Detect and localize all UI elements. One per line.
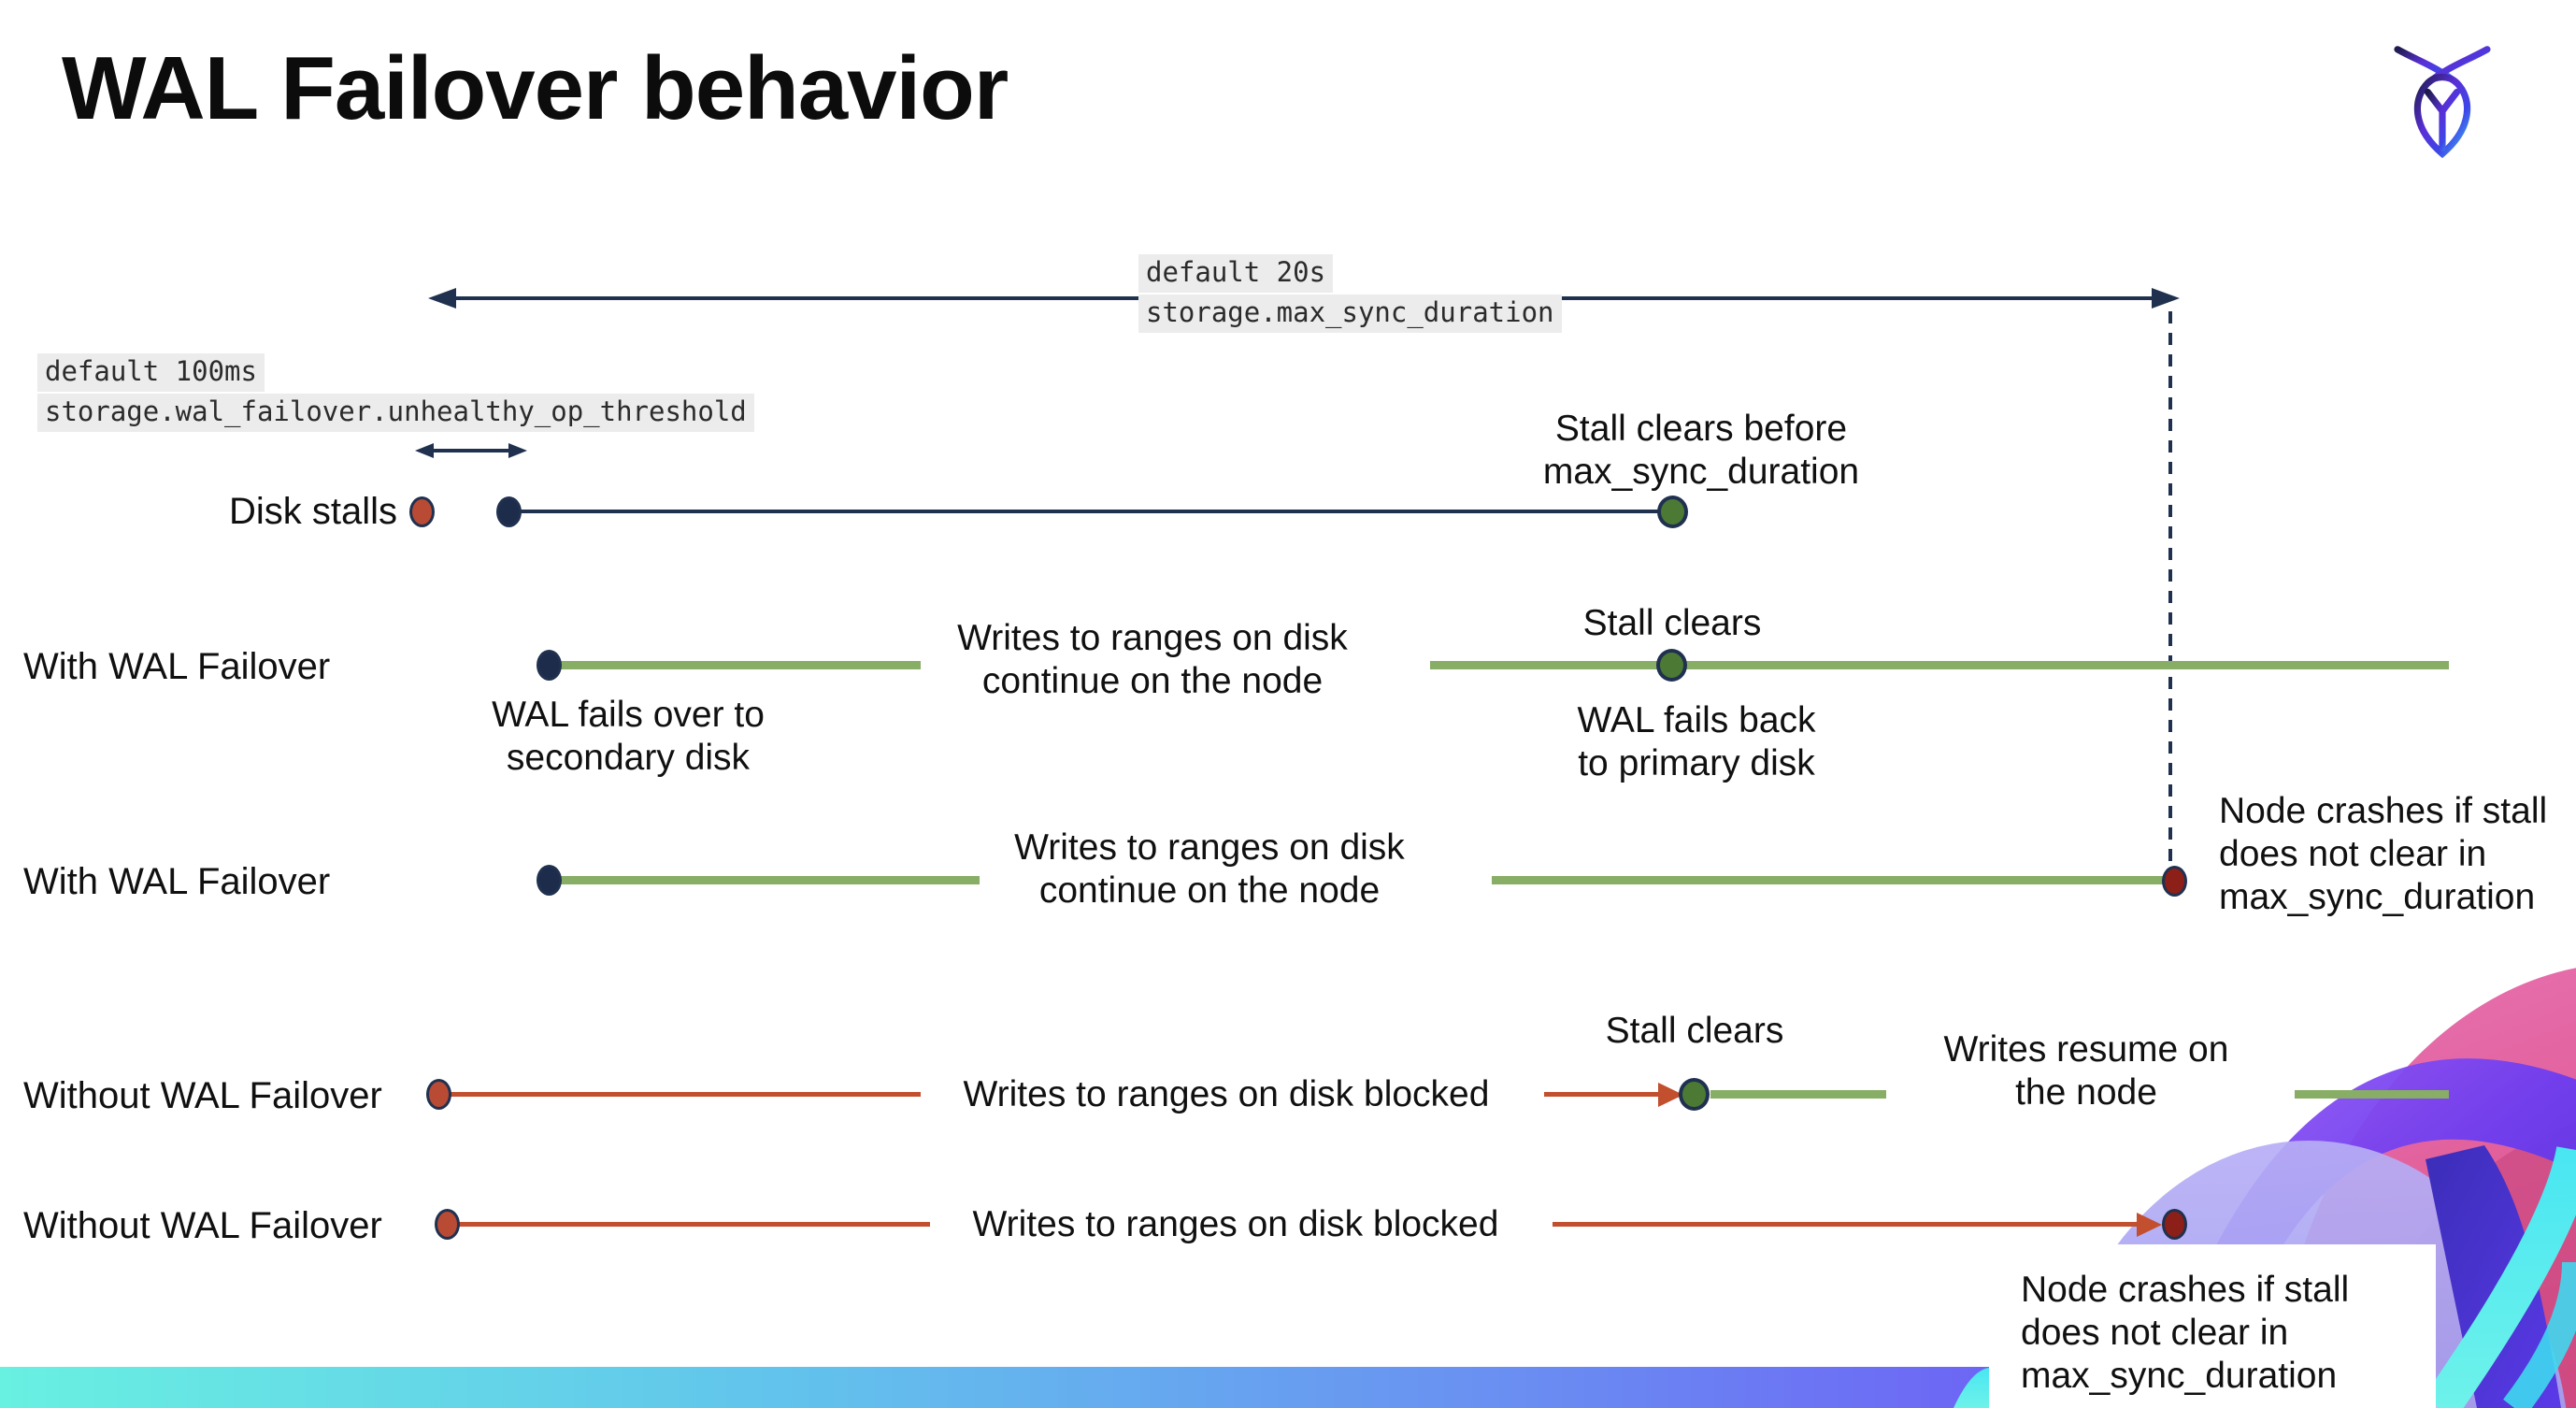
arrow-left-head: [428, 288, 456, 309]
disk-stalls-timeline: [514, 510, 1671, 513]
stall-clears-dot: [1657, 496, 1688, 528]
red-line-blocked-c: [451, 1222, 930, 1227]
red-arrow-head-2: [2137, 1213, 2162, 1237]
cockroachdb-logo-icon: [2394, 46, 2491, 159]
small-arrow-right-head: [508, 443, 527, 458]
writes-continue-text-1: Writes to ranges on disk continue on the…: [957, 618, 1348, 702]
stall-clears-text-1: Stall clears: [1582, 603, 1762, 643]
unhealthy-op-setting-name: storage.wal_failover.unhealthy_op_thresh…: [37, 394, 754, 432]
arrow-right-head: [2152, 288, 2180, 309]
failover-dot-2: [537, 865, 562, 896]
node-crash-dot-2: [2162, 1209, 2187, 1240]
green-line-continue-a: [553, 661, 921, 669]
fails-back-text: WAL fails back to primary disk: [1577, 700, 1816, 784]
stall-start-dot: [409, 496, 435, 527]
green-line-continue-c: [553, 876, 980, 884]
row-label-disk-stalls: Disk stalls: [229, 491, 398, 532]
writes-resume-text: Writes resume on the node: [1943, 1029, 2229, 1113]
green-line-continue-d: [1492, 876, 2164, 884]
row-label-with-wal-failover-1: With WAL Failover: [23, 646, 331, 687]
stall-clears-dot-2: [1679, 1078, 1710, 1111]
row-label-without-wal-failover-2: Without WAL Failover: [23, 1205, 382, 1246]
node-crashes-text-1: Node crashes if stall does not clear in …: [2219, 791, 2548, 918]
writes-continue-text-2: Writes to ranges on disk continue on the…: [1014, 827, 1405, 912]
stall-start-dot-3: [435, 1209, 460, 1240]
green-line-continue-b: [1430, 661, 2449, 669]
green-line-resume-a: [1710, 1090, 1886, 1099]
small-arrow-left-head: [415, 443, 434, 458]
unhealthy-op-default-label: default 100ms: [37, 353, 265, 392]
stall-clears-before-text: Stall clears before max_sync_duration: [1542, 409, 1860, 493]
unhealthy-op-arrow-line: [428, 449, 508, 453]
row-label-with-wal-failover-2: With WAL Failover: [23, 861, 331, 902]
max-sync-duration-callout: default 20s storage.max_sync_duration: [1138, 254, 1562, 333]
stall-start-dot-2: [426, 1079, 451, 1110]
stall-clears-text-2: Stall clears: [1605, 1011, 1784, 1051]
max-sync-default-label: default 20s: [1138, 254, 1334, 293]
max-sync-boundary-dashed-line: [2168, 311, 2172, 867]
fails-over-text: WAL fails over to secondary disk: [492, 695, 765, 779]
node-crash-dot-1: [2162, 866, 2187, 897]
failover-dot-1: [537, 650, 562, 681]
row-label-without-wal-failover-1: Without WAL Failover: [23, 1075, 382, 1116]
unhealthy-op-threshold-callout: default 100ms storage.wal_failover.unhea…: [37, 353, 754, 432]
red-line-blocked-a: [443, 1092, 921, 1097]
node-crashes-note-card: Node crashes if stall does not clear in …: [1989, 1244, 2436, 1408]
page-title: WAL Failover behavior: [62, 38, 1009, 138]
green-line-resume-b: [2295, 1090, 2449, 1099]
writes-blocked-text-2: Writes to ranges on disk blocked: [972, 1204, 1499, 1244]
failover-threshold-dot: [496, 496, 522, 527]
red-line-blocked-b: [1544, 1092, 1660, 1097]
node-crashes-text-2: Node crashes if stall does not clear in …: [2021, 1270, 2350, 1397]
max-sync-setting-name: storage.max_sync_duration: [1138, 295, 1562, 333]
writes-blocked-text-1: Writes to ranges on disk blocked: [963, 1074, 1490, 1114]
red-line-blocked-d: [1553, 1222, 2140, 1227]
failback-dot: [1656, 649, 1687, 682]
